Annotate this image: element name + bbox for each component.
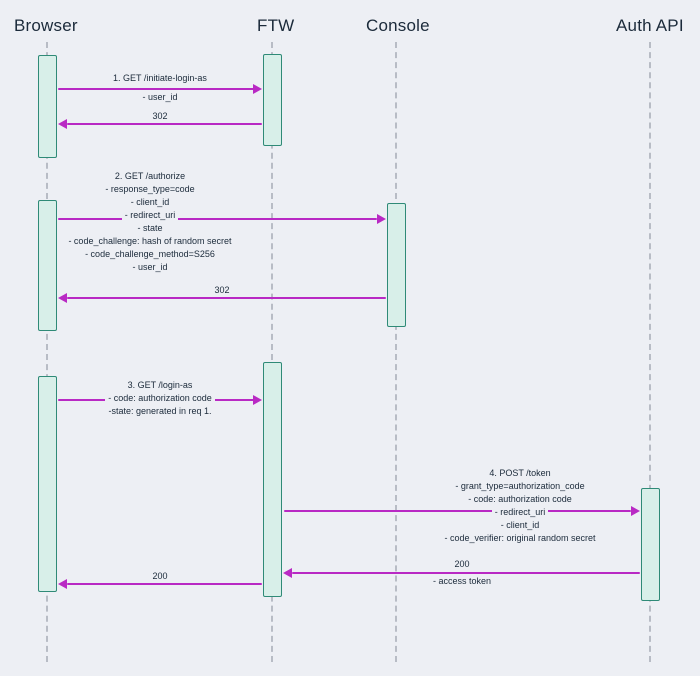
message-1-arrow-line (58, 88, 254, 90)
message-5-label-line-2: - code: authorization code (105, 392, 215, 405)
message-3-arrow-line (58, 218, 377, 220)
message-2-arrowhead-icon (58, 119, 67, 129)
actor-label-auth-api: Auth API (616, 16, 684, 35)
message-5-label-line-1: 3. GET /login-as (124, 379, 196, 392)
message-8-arrowhead-icon (58, 579, 67, 589)
activation-ftw-2 (263, 362, 282, 597)
message-2-label-line-1: 302 (149, 110, 171, 123)
message-3-label-line-1: 2. GET /authorize (111, 170, 189, 183)
message-3-label-line-7: - code_challenge_method=S256 (82, 248, 218, 261)
activation-console-1 (387, 203, 406, 327)
message-3-label-line-6: - code_challenge: hash of random secret (65, 235, 235, 248)
message-6-label-line-4: - redirect_uri (491, 506, 549, 519)
lifeline-ftw (271, 42, 273, 662)
message-5-arrowhead-icon (253, 395, 262, 405)
message-7-arrow-line (292, 572, 640, 574)
activation-auth-api-1 (641, 488, 660, 601)
message-8-arrow-line (67, 583, 262, 585)
message-3-label-line-5: - state (134, 222, 166, 235)
message-6-label-line-3: - code: authorization code (465, 493, 575, 506)
message-3-label-line-2: - response_type=code (102, 183, 198, 196)
message-4-arrowhead-icon (58, 293, 67, 303)
activation-ftw-1 (263, 54, 282, 146)
actor-label-ftw: FTW (257, 16, 295, 35)
message-3-label-line-4: - redirect_uri (121, 209, 179, 222)
message-3-arrowhead-icon (377, 214, 386, 224)
message-4-label-line-1: 302 (211, 284, 233, 297)
message-3-label-line-3: - client_id (127, 196, 173, 209)
message-7-label-line-1: 200 (451, 558, 473, 571)
message-1-label-line-2: - user_id (139, 91, 181, 104)
message-4-arrow-line (67, 297, 386, 299)
message-2-arrow-line (67, 123, 262, 125)
message-7-label-line-2: - access token (429, 575, 495, 588)
message-6-arrowhead-icon (631, 506, 640, 516)
actor-label-console: Console (366, 16, 430, 35)
activation-browser-2 (38, 200, 57, 331)
message-8-label-line-1: 200 (149, 570, 171, 583)
message-6-label-line-5: - client_id (497, 519, 543, 532)
actor-label-browser: Browser (14, 16, 78, 35)
message-6-label-line-2: - grant_type=authorization_code (452, 480, 588, 493)
message-6-label-line-6: - code_verifier: original random secret (441, 532, 599, 545)
message-5-label-line-3: -state: generated in req 1. (105, 405, 215, 418)
activation-browser-1 (38, 55, 57, 158)
message-7-arrowhead-icon (283, 568, 292, 578)
message-3-label-line-8: - user_id (129, 261, 171, 274)
lifeline-auth-api (649, 42, 651, 662)
message-1-arrowhead-icon (253, 84, 262, 94)
message-6-label-line-1: 4. POST /token (486, 467, 554, 480)
lifeline-console (395, 42, 397, 662)
message-1-label-line-1: 1. GET /initiate-login-as (110, 72, 210, 85)
lifeline-browser (46, 42, 48, 662)
message-6-arrow-line (284, 510, 631, 512)
activation-browser-3 (38, 376, 57, 592)
